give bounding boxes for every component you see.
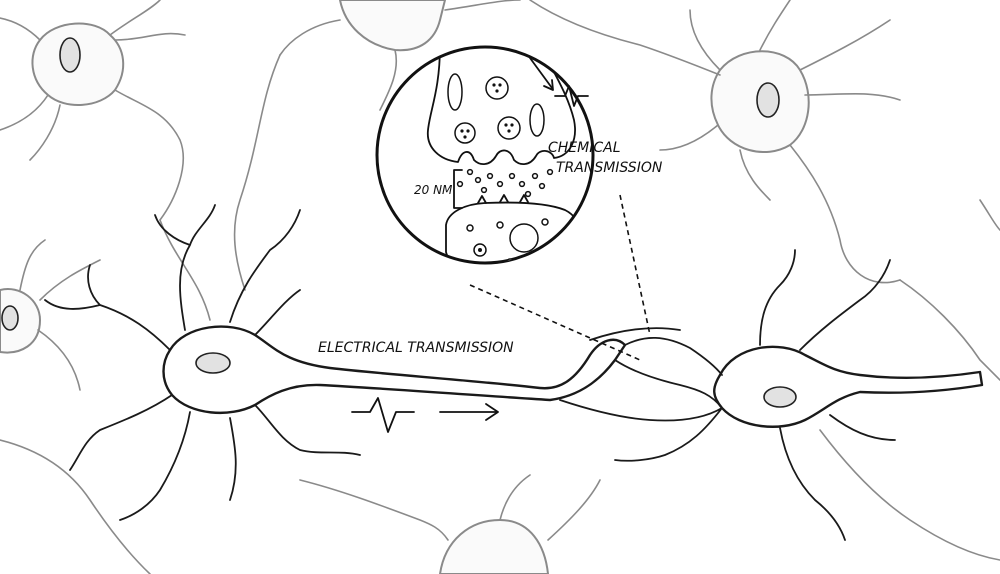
- zoom-line-left: [469, 284, 641, 361]
- direction-arrow: [439, 403, 499, 421]
- background-neuron-bottom: [299, 474, 601, 574]
- chemical-transmission-label-line1: CHEMICAL: [548, 140, 621, 156]
- synapse-magnifier: 20 NM: [375, 45, 595, 265]
- zoom-line-right: [619, 194, 651, 336]
- mitochondrion-left: [447, 73, 463, 111]
- postsynaptic-neuron: [559, 249, 984, 541]
- presynaptic-nucleus: [195, 352, 231, 374]
- background-process-4: [979, 199, 1000, 231]
- neurotransmitters: [456, 168, 554, 198]
- mitochondrion-right: [529, 103, 545, 137]
- chemical-transmission-label-line2: TRANSMISSION: [556, 160, 663, 176]
- background-neuron-top-right: [529, 0, 901, 284]
- presynaptic-neuron: [44, 204, 627, 521]
- background-process-2: [233, 54, 281, 291]
- background-neuron-left: [0, 239, 101, 391]
- magnifier-lens: [375, 45, 595, 265]
- background-process-3: [899, 279, 1000, 381]
- synaptic-vesicles: [454, 76, 521, 144]
- background-process-1: [159, 219, 211, 321]
- incoming-spike: [554, 85, 589, 107]
- incoming-arrow: [529, 57, 553, 89]
- action-potential-spike: [351, 397, 415, 433]
- postsynaptic-nucleus: [763, 386, 797, 408]
- gap-label: 20 NM: [414, 183, 453, 197]
- background-neuron-top-center: [279, 0, 521, 111]
- receptors: [477, 194, 529, 204]
- electrical-transmission-label: ELECTRICAL TRANSMISSION: [318, 340, 514, 356]
- gap-bracket: [453, 169, 463, 209]
- background-neuron-top-left: [0, 0, 186, 221]
- background-process-6: [0, 439, 151, 574]
- background-process-5: [819, 429, 1000, 561]
- presynaptic-terminal: [427, 47, 576, 165]
